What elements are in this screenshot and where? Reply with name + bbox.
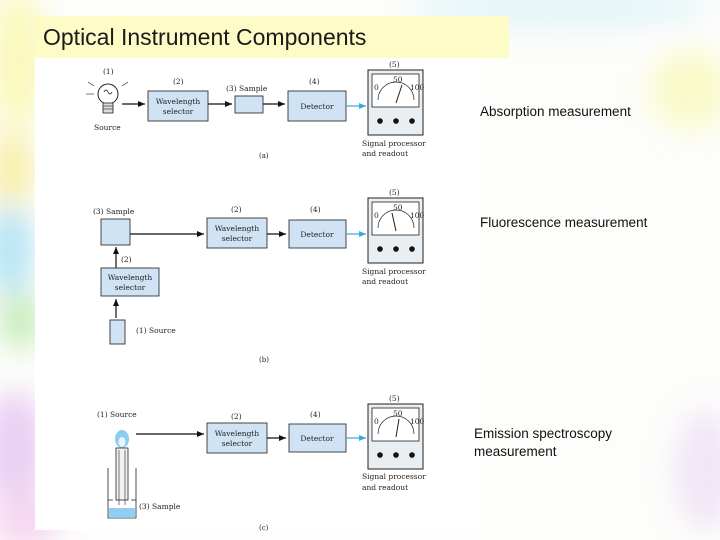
- panel-caption: (b): [259, 356, 269, 364]
- light-bulb-icon: [86, 81, 129, 114]
- selector-line2: selector: [222, 234, 253, 243]
- selector2-line2: selector: [115, 283, 146, 292]
- readout-line2: and readout: [362, 277, 408, 286]
- source-label: (1) Source: [136, 326, 176, 335]
- readout-number: (5): [389, 188, 400, 197]
- selector-line1: Wavelength: [156, 97, 201, 106]
- selector-number: (2): [231, 412, 242, 421]
- selector2-number: (2): [121, 255, 132, 264]
- meter-low: 0: [374, 211, 379, 220]
- meter-high: 100: [410, 417, 425, 426]
- detector-label: Detector: [300, 230, 334, 239]
- readout-number: (5): [389, 60, 400, 69]
- source-label: (1) Source: [97, 410, 137, 419]
- signal-readout-meter: [367, 403, 424, 470]
- panel-a: (1) Source (2) Wavelength selector (3) S…: [86, 60, 426, 160]
- meter-low: 0: [374, 83, 379, 92]
- detector-block: [288, 423, 347, 453]
- emission-label-line2: measurement: [474, 444, 557, 459]
- selector-line2: selector: [222, 439, 253, 448]
- meter-high: 100: [410, 83, 425, 92]
- meter-high: 100: [410, 211, 425, 220]
- sample-label: (3) Sample: [93, 207, 135, 216]
- panel-caption: (c): [259, 524, 269, 532]
- detector-number: (4): [310, 205, 321, 214]
- readout-line2: and readout: [362, 483, 408, 492]
- emission-label-line1: Emission spectroscopy: [474, 426, 613, 441]
- readout-line1: Signal processor: [362, 139, 426, 148]
- wavelength-selector-block: [147, 90, 209, 122]
- source-block: [109, 319, 126, 345]
- page-title: Optical Instrument Components: [43, 24, 367, 50]
- selector-line2: selector: [163, 107, 194, 116]
- detector-number: (4): [310, 410, 321, 419]
- selector-line1: Wavelength: [215, 224, 260, 233]
- wavelength-selector-block: [206, 217, 268, 249]
- meter-mid: 50: [393, 409, 403, 418]
- signal-readout-meter: [367, 197, 424, 264]
- source-number: (1): [103, 67, 114, 76]
- absorption-label: Absorption measurement: [480, 104, 631, 119]
- readout-number: (5): [389, 394, 400, 403]
- readout-line2: and readout: [362, 149, 408, 158]
- wavelength-selector-block: [206, 422, 268, 454]
- fluorescence-label: Fluorescence measurement: [480, 215, 648, 230]
- meter-mid: 50: [393, 203, 403, 212]
- sample-block: [234, 95, 264, 114]
- selector-line1: Wavelength: [215, 429, 260, 438]
- detector-number: (4): [309, 77, 320, 86]
- signal-readout-meter: [367, 69, 424, 136]
- readout-line1: Signal processor: [362, 267, 426, 276]
- sample-label: (3) Sample: [139, 502, 181, 511]
- meter-low: 0: [374, 417, 379, 426]
- panel-b: (3) Sample (2) Wavelength selector (4) D…: [93, 188, 426, 364]
- sample-block: [100, 218, 131, 246]
- selector2-line1: Wavelength: [108, 273, 153, 282]
- detector-label: Detector: [300, 434, 334, 443]
- meter-mid: 50: [393, 75, 403, 84]
- panel-c: (1) Source (3) Sample (2) Wavelength sel…: [97, 394, 426, 532]
- source-label: Source: [94, 123, 121, 132]
- wavelength-selector-block-2: [100, 267, 160, 297]
- title-bar: Optical Instrument Components: [35, 16, 509, 58]
- readout-line1: Signal processor: [362, 472, 426, 481]
- flame-burner-icon: [107, 430, 137, 519]
- detector-label: Detector: [300, 102, 334, 111]
- selector-number: (2): [231, 205, 242, 214]
- detector-block: [288, 219, 347, 249]
- panel-caption: (a): [259, 152, 269, 160]
- selector-number: (2): [173, 77, 184, 86]
- sample-label: (3) Sample: [226, 84, 268, 93]
